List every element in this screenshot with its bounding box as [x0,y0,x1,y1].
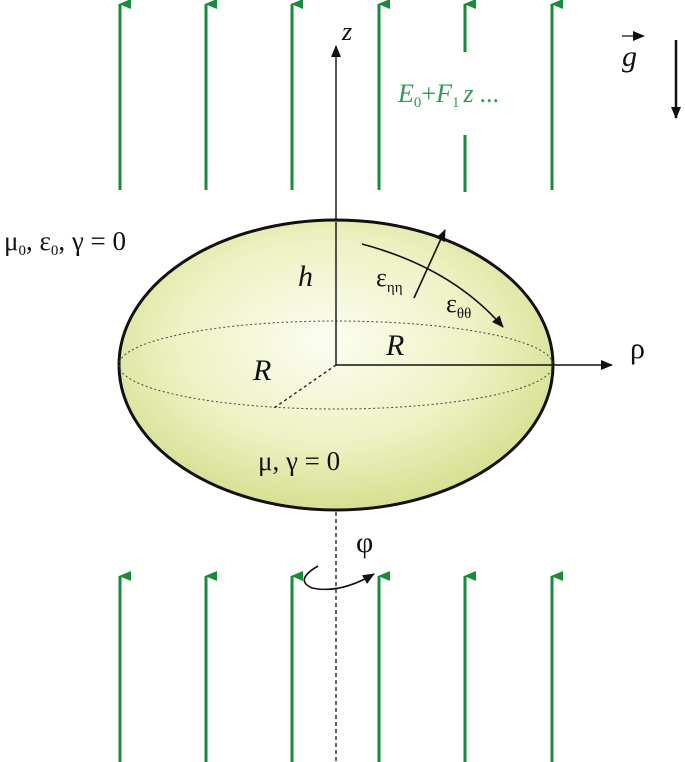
eps-theta-arc-arrow [361,243,504,328]
upper-field-lines [118,0,563,192]
radius-dotted-line [273,364,337,409]
gravity-label: g [622,40,637,73]
radius-label-top: R [385,329,404,362]
phi-label: φ [356,526,373,559]
eps-eta-label: εηη [376,263,403,296]
eps-eta-arrow [413,229,446,299]
outer-medium-label: μ0, ε0, γ = 0 [4,226,126,259]
lower-field-lines [118,571,563,762]
phi-rotation-arrow [303,565,375,591]
radius-label-left: R [252,354,271,387]
inner-medium-label: μ, γ = 0 [258,446,340,476]
rho-axis-label: ρ [630,332,645,365]
height-label: h [298,260,313,293]
eps-theta-label: εθθ [446,289,471,322]
z-axis-label: z [341,17,352,46]
